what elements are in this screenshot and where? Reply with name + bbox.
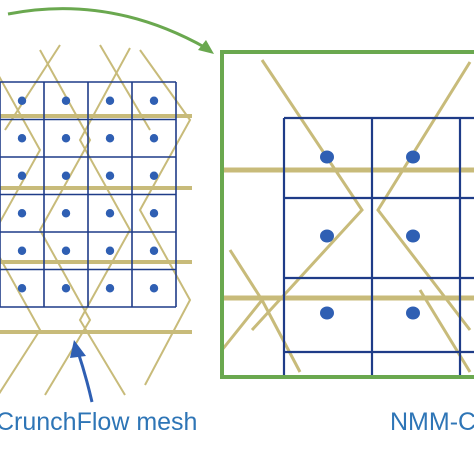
mesh-node bbox=[406, 229, 420, 243]
nmm-mesh-line bbox=[260, 299, 302, 373]
crunchflow-mesh-panel bbox=[0, 44, 192, 396]
mesh-node bbox=[17, 96, 27, 105]
mesh-node bbox=[61, 284, 71, 293]
mesh-node bbox=[105, 134, 115, 143]
mesh-node bbox=[149, 134, 159, 143]
mesh-node bbox=[61, 96, 71, 105]
mesh-node bbox=[61, 171, 71, 180]
nmm-mesh-line bbox=[0, 75, 42, 395]
zoom-frame bbox=[220, 50, 474, 379]
mesh-node bbox=[17, 209, 27, 218]
mesh-node bbox=[105, 246, 115, 255]
mesh-node bbox=[17, 246, 27, 255]
mesh-node bbox=[17, 134, 27, 143]
mesh-node bbox=[149, 209, 159, 218]
zoom-background bbox=[222, 52, 474, 377]
mesh-node bbox=[61, 209, 71, 218]
nmm-mesh-line bbox=[78, 47, 132, 396]
mesh-node bbox=[17, 171, 27, 180]
zoom-panel bbox=[220, 50, 474, 379]
nmm-mesh-line bbox=[138, 49, 192, 386]
mesh-node bbox=[149, 96, 159, 105]
arrow-up-icon bbox=[76, 351, 94, 403]
mesh-node bbox=[17, 284, 27, 293]
crunchflow-mesh-label: CrunchFlow mesh bbox=[0, 408, 198, 436]
nmm-mesh-label: NMM-C bbox=[390, 408, 474, 436]
nmm-mesh-line bbox=[418, 289, 472, 373]
mesh-node bbox=[105, 209, 115, 218]
mesh-node bbox=[105, 96, 115, 105]
mesh-node bbox=[105, 284, 115, 293]
mesh-node bbox=[406, 150, 420, 164]
nmm-mesh-line bbox=[376, 61, 472, 331]
mesh-node bbox=[61, 134, 71, 143]
mesh-node bbox=[149, 284, 159, 293]
zoom-connector bbox=[7, 7, 214, 54]
mesh-node bbox=[320, 229, 334, 243]
mesh-node bbox=[61, 246, 71, 255]
curved-arrow-head bbox=[198, 40, 214, 54]
mesh-node bbox=[320, 150, 334, 164]
mesh-node bbox=[406, 306, 420, 320]
nmm-mesh-line bbox=[250, 59, 364, 332]
mesh-node bbox=[149, 246, 159, 255]
curved-arrow-icon bbox=[7, 7, 207, 50]
mesh-node bbox=[149, 171, 159, 180]
pointer-arrow-head bbox=[70, 340, 86, 358]
mesh-node bbox=[105, 171, 115, 180]
mesh-node bbox=[320, 306, 334, 320]
mesh-pointer bbox=[70, 340, 94, 403]
